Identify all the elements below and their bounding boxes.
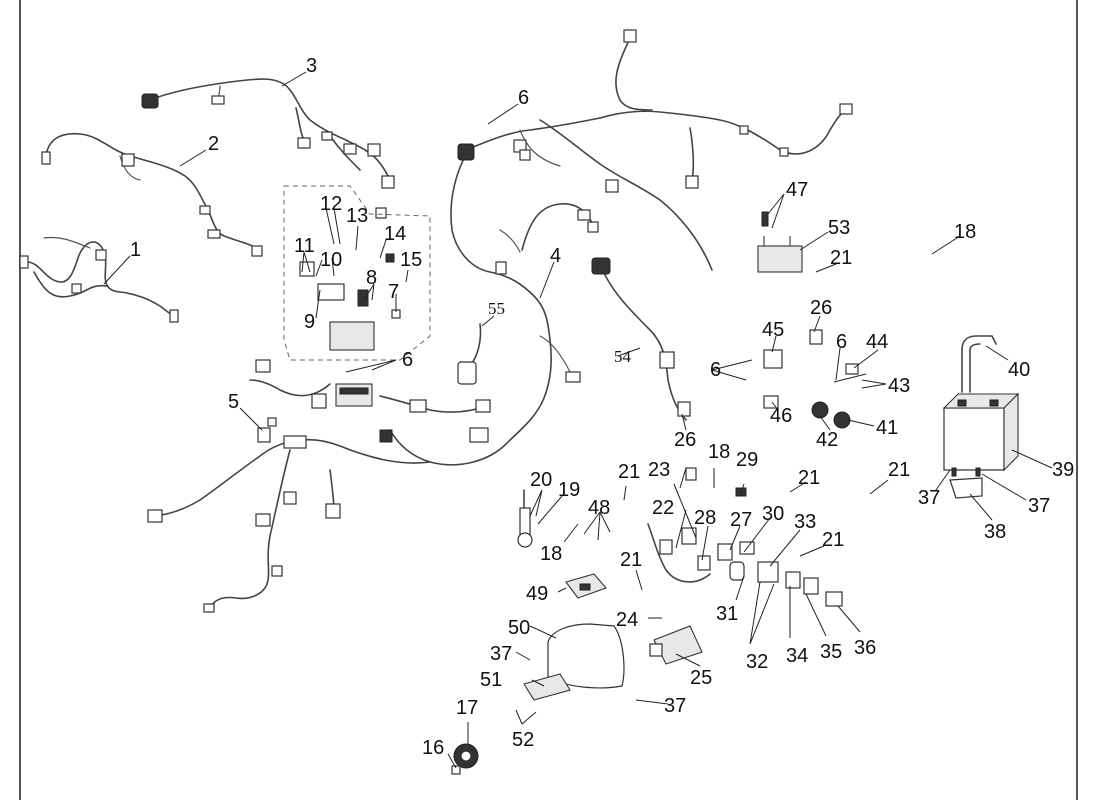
callout-36: 36 — [854, 637, 876, 659]
callout-43: 43 — [888, 375, 910, 397]
callout-18-left: 18 — [540, 543, 562, 565]
callout-labels: 1 2 3 4 5 6 6 6 6 7 8 9 10 11 12 13 14 1… — [130, 55, 1074, 759]
callout-10: 10 — [320, 249, 342, 271]
callout-1: 1 — [130, 239, 141, 261]
callout-31: 31 — [716, 603, 738, 625]
bracket-40 — [961, 335, 997, 393]
callout-28: 28 — [694, 507, 716, 529]
switch-row — [647, 467, 843, 607]
callout-29: 29 — [736, 449, 758, 471]
callout-3: 3 — [306, 55, 317, 77]
callout-21-top: 21 — [830, 247, 852, 269]
unit-25 — [649, 625, 703, 665]
callout-50: 50 — [508, 617, 530, 639]
callout-21-e: 21 — [620, 549, 642, 571]
callout-21-c: 21 — [888, 459, 910, 481]
callout-21-b: 21 — [798, 467, 820, 489]
relay-group — [283, 185, 431, 361]
callout-12: 12 — [320, 193, 342, 215]
callout-27: 27 — [730, 509, 752, 531]
harness-54 — [591, 257, 691, 421]
callout-37-battery-right: 37 — [1028, 495, 1050, 517]
callout-30: 30 — [762, 503, 784, 525]
sub-harness-1 — [19, 236, 179, 323]
callout-38: 38 — [984, 521, 1006, 543]
callout-37-lower: 37 — [664, 695, 686, 717]
callout-49: 49 — [526, 583, 548, 605]
callout-39: 39 — [1052, 459, 1074, 481]
callout-47: 47 — [786, 179, 808, 201]
callout-46: 46 — [770, 405, 792, 427]
horn-17 — [451, 743, 479, 775]
callout-55: 55 — [488, 299, 505, 318]
callout-40: 40 — [1008, 359, 1030, 381]
sub-harness-2 — [41, 132, 263, 257]
callout-54: 54 — [614, 347, 632, 366]
frame-right-border — [1076, 0, 1078, 800]
bracket-38 — [949, 467, 983, 499]
callout-45: 45 — [762, 319, 784, 341]
callout-8: 8 — [366, 267, 377, 289]
part-26-top — [809, 329, 823, 345]
callout-51: 51 — [480, 669, 502, 691]
callout-21-a: 21 — [618, 461, 640, 483]
callout-6-switch: 6 — [836, 331, 847, 353]
callout-24: 24 — [616, 609, 638, 631]
callout-19: 19 — [558, 479, 580, 501]
callout-11: 11 — [294, 235, 315, 257]
callout-33: 33 — [794, 511, 816, 533]
callout-22: 22 — [652, 497, 674, 519]
callout-6-top: 6 — [518, 87, 529, 109]
callout-17: 17 — [456, 697, 478, 719]
callout-32: 32 — [746, 651, 768, 673]
callout-9: 9 — [304, 311, 315, 333]
callout-53: 53 — [828, 217, 850, 239]
sensor-19-20 — [517, 489, 533, 548]
module-49 — [565, 573, 607, 599]
callout-52: 52 — [512, 729, 534, 751]
callout-42: 42 — [816, 429, 838, 451]
callout-7: 7 — [388, 281, 399, 303]
sub-harness-3 — [141, 78, 395, 219]
battery-39 — [942, 392, 1020, 472]
callout-48: 48 — [588, 497, 610, 519]
frame-left-border — [19, 0, 21, 800]
callout-5: 5 — [228, 391, 239, 413]
callout-41: 41 — [876, 417, 898, 439]
callout-26-bottom: 26 — [674, 429, 696, 451]
upper-right-harness — [519, 29, 853, 271]
part-55 — [457, 323, 482, 385]
callout-18-center: 18 — [708, 441, 730, 463]
callout-25: 25 — [690, 667, 712, 689]
callout-14: 14 — [384, 223, 406, 245]
relay-45 — [763, 349, 783, 409]
callout-6-relay: 6 — [710, 359, 721, 381]
main-harness-4 — [147, 117, 601, 613]
callout-16: 16 — [422, 737, 444, 759]
callout-4: 4 — [550, 245, 561, 267]
callout-34: 34 — [786, 645, 808, 667]
callout-26-top: 26 — [810, 297, 832, 319]
callout-18-right: 18 — [954, 221, 976, 243]
callout-44: 44 — [866, 331, 888, 353]
callout-15: 15 — [400, 249, 422, 271]
leader-lines — [103, 71, 1053, 769]
callout-6-fusebox: 6 — [402, 349, 413, 371]
callout-2: 2 — [208, 133, 219, 155]
switch-41-42 — [811, 363, 867, 429]
callout-37-battery-left: 37 — [918, 487, 940, 509]
part-5 — [257, 417, 277, 443]
callout-35: 35 — [820, 641, 842, 663]
callout-37-cover: 37 — [490, 643, 512, 665]
callout-20: 20 — [530, 469, 552, 491]
callout-13: 13 — [346, 205, 368, 227]
callout-21-d: 21 — [822, 529, 844, 551]
regulator-53 — [757, 211, 803, 273]
callout-23: 23 — [648, 459, 670, 481]
cover-50-51 — [523, 623, 625, 701]
